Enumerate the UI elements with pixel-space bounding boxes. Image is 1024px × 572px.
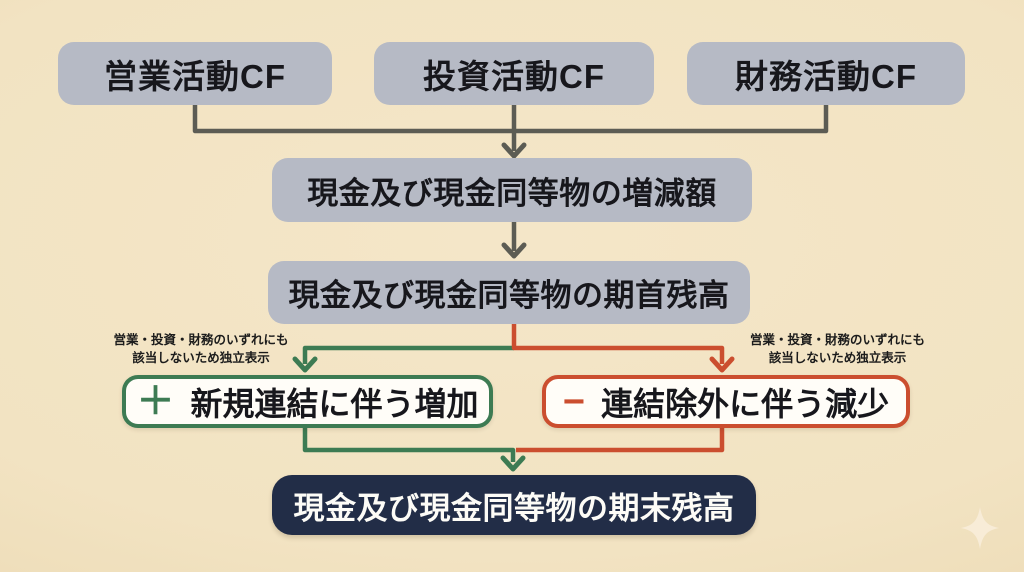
increase-box: ＋ 新規連結に伴う増加 [122,375,493,428]
beginning-balance-arrow [501,222,527,259]
beginning-balance-label: 現金及び現金同等物の期首残高 [288,278,730,313]
minus-icon: − [562,380,586,423]
decrease-merge-connector [516,428,725,453]
arrow-down-icon [500,455,526,472]
source-box-label: 営業活動CF [104,57,286,95]
annotation-left: 営業・投資・財務のいずれにも 該当しないため独立表示 [95,331,307,367]
source-box-investing-cf: 投資活動CF [374,42,654,105]
ending-balance-box: 現金及び現金同等物の期末残高 [272,475,756,535]
ending-balance-label: 現金及び現金同等物の期末残高 [293,490,735,526]
source-box-label: 財務活動CF [735,57,917,95]
plus-icon: ＋ [136,380,175,423]
decrease-box: − 連結除外に伴う減少 [542,375,910,428]
ending-balance-arrow [302,428,526,472]
sparkle-icon [961,507,999,549]
decrease-label: 連結除外に伴う減少 [601,385,890,422]
source-box-financing-cf: 財務活動CF [687,42,965,105]
net-change-box: 現金及び現金同等物の増減額 [272,158,752,222]
net-change-label: 現金及び現金同等物の増減額 [307,175,717,211]
arrow-down-icon [292,356,318,373]
source-box-label: 投資活動CF [423,57,605,95]
annotation-line: 営業・投資・財務のいずれにも [749,333,925,347]
annotation-line: 該当しないため独立表示 [132,351,270,366]
arrow-down-icon [501,142,527,159]
arrow-down-icon [709,356,735,373]
beginning-balance-box: 現金及び現金同等物の期首残高 [268,261,750,324]
annotation-line: 該当しないため独立表示 [768,351,907,366]
annotation-line: 営業・投資・財務のいずれにも [113,333,289,347]
increase-branch-arrow [292,345,514,373]
decrease-branch-arrow [511,324,735,373]
source-box-operating-cf: 営業活動CF [58,42,332,105]
increase-label: 新規連結に伴う増加 [190,385,479,422]
top-bus-connector [192,105,829,159]
arrow-down-icon [501,242,527,259]
annotation-right: 営業・投資・財務のいずれにも 該当しないため独立表示 [730,331,945,367]
